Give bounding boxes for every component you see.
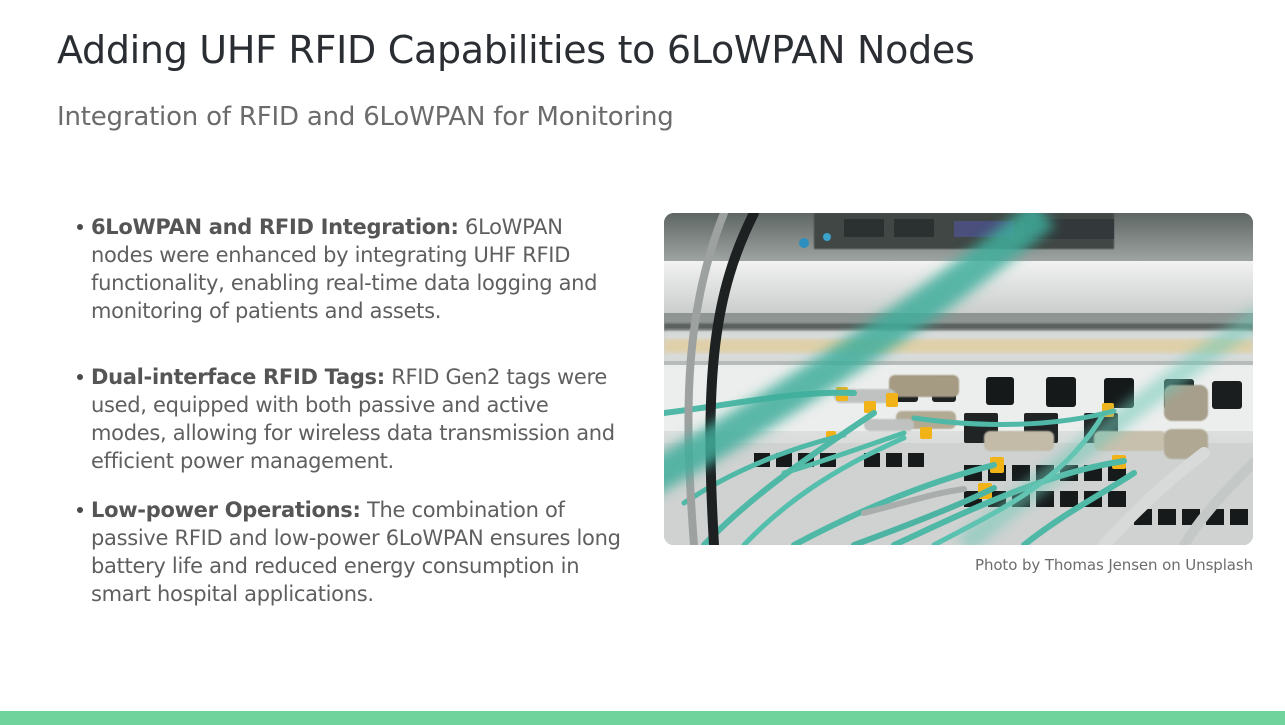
- bullet-item: 6LoWPAN and RFID Integration: 6LoWPAN no…: [74, 213, 629, 325]
- server-rack-illustration: [664, 213, 1253, 545]
- bullet-dot-icon: [77, 374, 83, 380]
- bullet-dot-icon: [77, 507, 83, 513]
- bullet-list: 6LoWPAN and RFID Integration: 6LoWPAN no…: [74, 213, 629, 608]
- bullet-text: RFID Gen2 tags were used, equipped with …: [91, 365, 615, 473]
- bullet-heading: Dual-interface RFID Tags:: [91, 365, 385, 389]
- teal-cables: [664, 389, 1137, 545]
- bullet-text: The combination of passive RFID and low-…: [91, 498, 621, 606]
- slide-title: Adding UHF RFID Capabilities to 6LoWPAN …: [57, 28, 975, 72]
- photo-caption: Photo by Thomas Jensen on Unsplash: [975, 556, 1253, 574]
- bullet-heading: 6LoWPAN and RFID Integration:: [91, 215, 459, 239]
- bullet-dot-icon: [77, 224, 83, 230]
- slide-subtitle: Integration of RFID and 6LoWPAN for Moni…: [57, 102, 674, 132]
- grey-cables: [684, 213, 1253, 545]
- connector-group: [834, 375, 1208, 459]
- network-cables-photo: [664, 213, 1253, 545]
- bullet-heading: Low-power Operations:: [91, 498, 361, 522]
- bullet-item: Dual-interface RFID Tags: RFID Gen2 tags…: [74, 363, 629, 475]
- accent-bar: [0, 711, 1285, 725]
- bullet-text: 6LoWPAN nodes were enhanced by integrati…: [91, 215, 598, 323]
- bullet-item: Low-power Operations: The combination of…: [74, 496, 629, 608]
